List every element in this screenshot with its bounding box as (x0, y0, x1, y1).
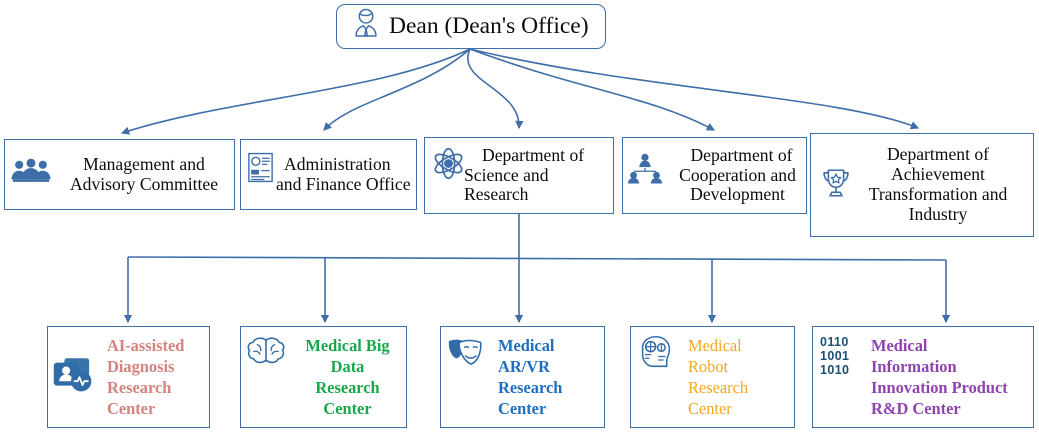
node-management-advisory-committee-label: Management and Advisory Committee (69, 153, 219, 194)
node-ai-assisted-diagnosis-research-center[interactable]: AI-assisted Diagnosis Research Center (47, 326, 210, 428)
person-tie-icon (349, 7, 383, 46)
people-group-icon (10, 157, 54, 192)
node-medical-information-innovation-product-rd-center-label: Medical Information Innovation Product R… (871, 336, 1008, 418)
node-department-cooperation-development[interactable]: Department of Cooperation and Developmen… (622, 137, 807, 214)
tier3-bus (127, 256, 947, 261)
node-medical-robot-research-center-label: Medical Robot Research Center (688, 336, 749, 418)
node-management-advisory-committee[interactable]: Management and Advisory Committee (4, 139, 235, 210)
org-hierarchy-people-icon (627, 152, 665, 189)
robot-head-icon (637, 335, 681, 374)
edge-dean-to-cooperation (469, 48, 716, 131)
binary-code-row-3: 1010 (820, 363, 850, 377)
edge-dean-to-administration (323, 48, 471, 131)
theater-masks-icon (447, 337, 491, 372)
node-department-achievement-transformation-label: Department of Achievement Transformation… (868, 144, 1008, 224)
node-medical-information-innovation-product-rd-center[interactable]: 0110 1001 1010 Medical Information Innov… (812, 326, 1034, 428)
node-medical-big-data-research-center-label: Medical Big Data Research Center (305, 336, 390, 418)
node-department-cooperation-development-label: Department of Cooperation and Developmen… (679, 144, 796, 205)
node-medical-big-data-research-center[interactable]: Medical Big Data Research Center (240, 326, 407, 428)
trophy-star-icon (819, 166, 859, 205)
node-medical-ar-vr-research-center[interactable]: Medical AR/VR Research Center (440, 326, 605, 428)
node-administration-finance-office[interactable]: Administration and Finance Office (240, 139, 417, 210)
patient-monitor-icon (52, 355, 100, 400)
binary-code-row-1: 0110 (820, 335, 849, 349)
node-department-science-research-label: Department of Science and Research (464, 144, 585, 205)
id-document-icon (247, 152, 277, 188)
binary-code-icon: 0110 1001 1010 (820, 335, 864, 377)
binary-code-row-2: 1001 (820, 349, 850, 363)
node-department-achievement-transformation[interactable]: Department of Achievement Transformation… (810, 133, 1034, 237)
edge-dean-to-management (120, 48, 471, 135)
edge-dean-to-achievement (469, 48, 920, 130)
node-ai-assisted-diagnosis-research-center-label: AI-assisted Diagnosis Research Center (107, 336, 185, 418)
node-dean-label: Dean (Dean's Office) (389, 13, 589, 40)
node-dean[interactable]: Dean (Dean's Office) (336, 4, 606, 49)
brain-icon (246, 335, 290, 373)
node-medical-robot-research-center[interactable]: Medical Robot Research Center (630, 326, 795, 428)
node-department-science-research[interactable]: Department of Science and Research (424, 137, 614, 214)
node-administration-finance-office-label: Administration and Finance Office (276, 153, 411, 194)
edge-dean-to-science-research (467, 48, 524, 130)
node-medical-ar-vr-research-center-label: Medical AR/VR Research Center (498, 336, 563, 418)
atom-icon (431, 147, 469, 185)
